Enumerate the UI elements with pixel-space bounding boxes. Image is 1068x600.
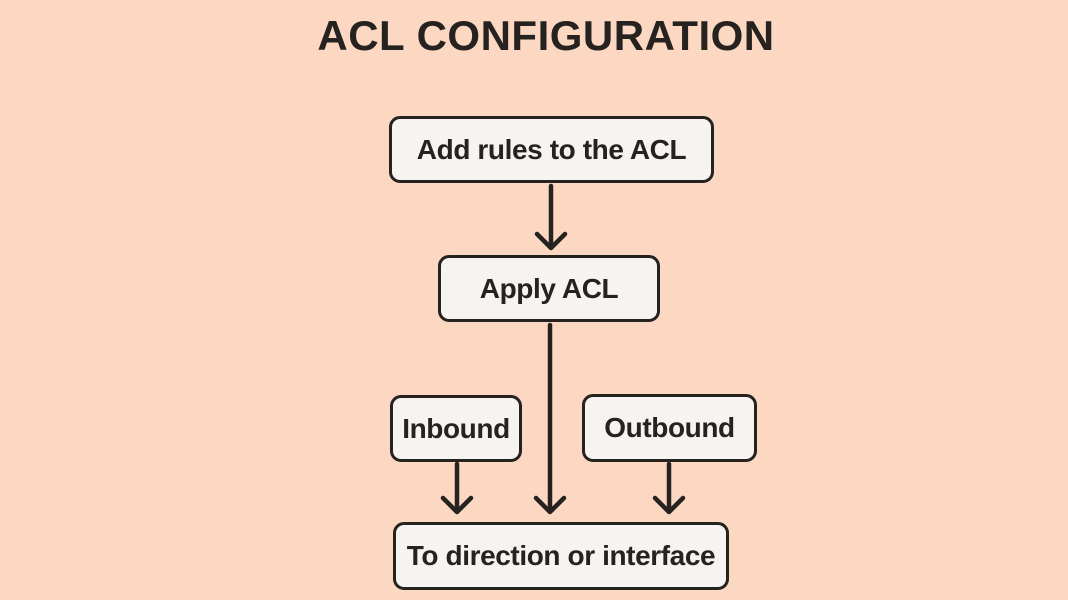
node-apply-acl-label: Apply ACL <box>479 272 619 304</box>
node-inbound-label: Inbound <box>402 412 510 444</box>
node-inbound: Inbound <box>390 395 522 462</box>
node-outbound: Outbound <box>582 394 757 462</box>
arrow-add-rules-to-apply-acl <box>534 183 568 251</box>
node-add-rules: Add rules to the ACL <box>389 116 714 183</box>
arrow-inbound-to-direction <box>440 461 474 515</box>
node-apply-acl: Apply ACL <box>438 255 660 322</box>
node-add-rules-label: Add rules to the ACL <box>416 133 687 165</box>
arrow-apply-acl-to-direction <box>533 322 567 515</box>
node-direction-or-interface: To direction or interface <box>393 522 729 590</box>
diagram-title: ACL CONFIGURATION <box>317 12 775 59</box>
node-outbound-label: Outbound <box>604 412 735 443</box>
arrow-outbound-to-direction <box>652 461 686 515</box>
node-direction-or-interface-label: To direction or interface <box>406 540 716 571</box>
